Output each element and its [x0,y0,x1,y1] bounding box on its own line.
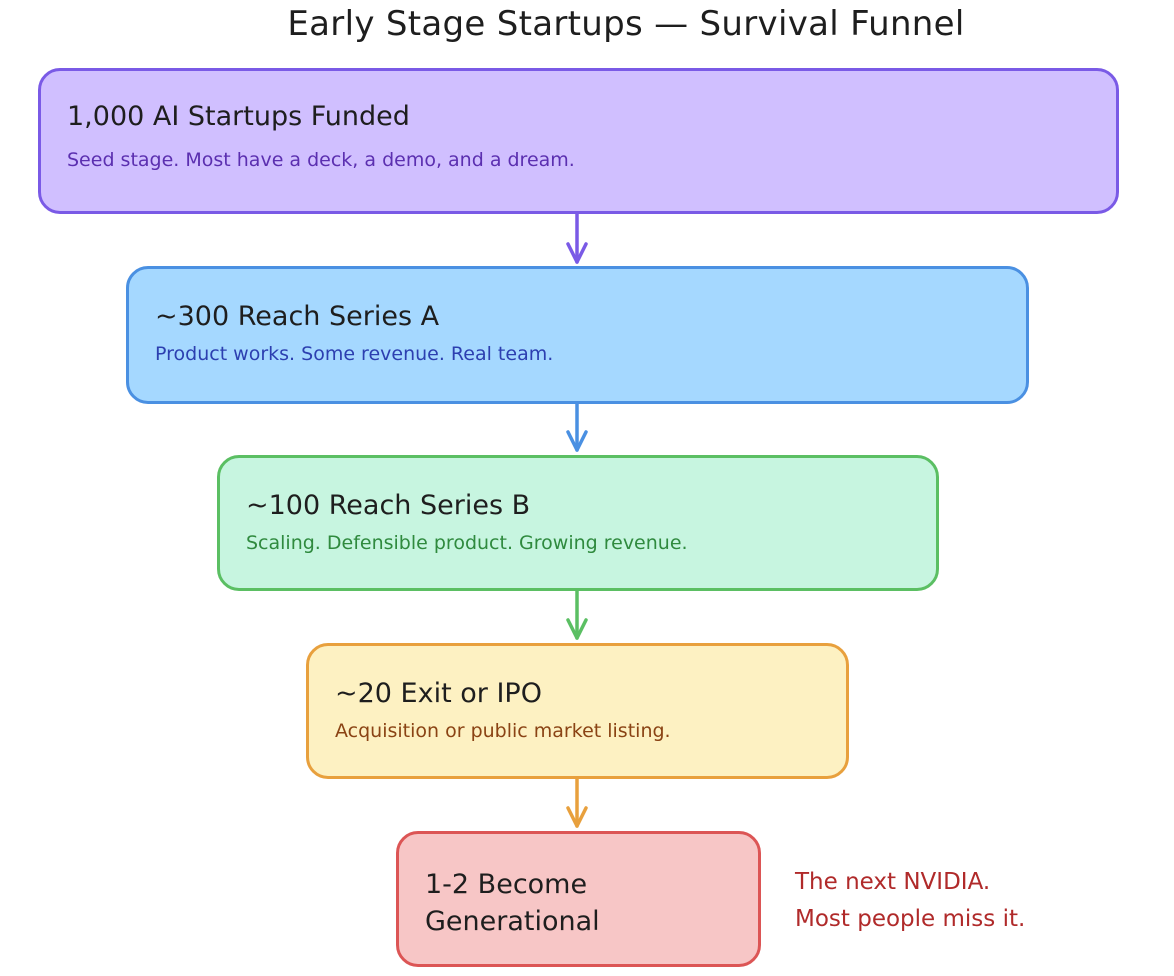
stage-description: Acquisition or public market listing. [335,720,671,742]
arrow-down-icon [566,212,588,264]
stage-heading: ~20 Exit or IPO [335,678,542,709]
stage-generational-box: 1-2 Become Generational [396,831,761,967]
stage-description: Product works. Some revenue. Real team. [155,343,554,365]
annotation-line-2: Most people miss it. [795,906,1026,932]
stage-description: Scaling. Defensible product. Growing rev… [246,532,688,554]
stage-heading: ~300 Reach Series A [155,301,440,332]
annotation-note: The next NVIDIA. Most people miss it. [795,864,1025,938]
stage-heading: ~100 Reach Series B [246,490,531,521]
arrow-down-icon [566,402,588,452]
stage-heading: 1-2 Become Generational [425,869,600,937]
stage-heading: 1,000 AI Startups Funded [67,101,410,132]
annotation-line-1: The next NVIDIA. [795,869,991,895]
arrow-down-icon [566,777,588,828]
stage-exit-box: ~20 Exit or IPO Acquisition or public ma… [306,643,849,779]
diagram-title: Early Stage Startups — Survival Funnel [287,4,965,44]
arrow-down-icon [566,589,588,640]
stage-series-b-box: ~100 Reach Series B Scaling. Defensible … [217,455,939,591]
stage-series-a-box: ~300 Reach Series A Product works. Some … [126,266,1029,404]
stage-description: Seed stage. Most have a deck, a demo, an… [67,149,575,171]
stage-seed-box: 1,000 AI Startups Funded Seed stage. Mos… [38,68,1119,214]
